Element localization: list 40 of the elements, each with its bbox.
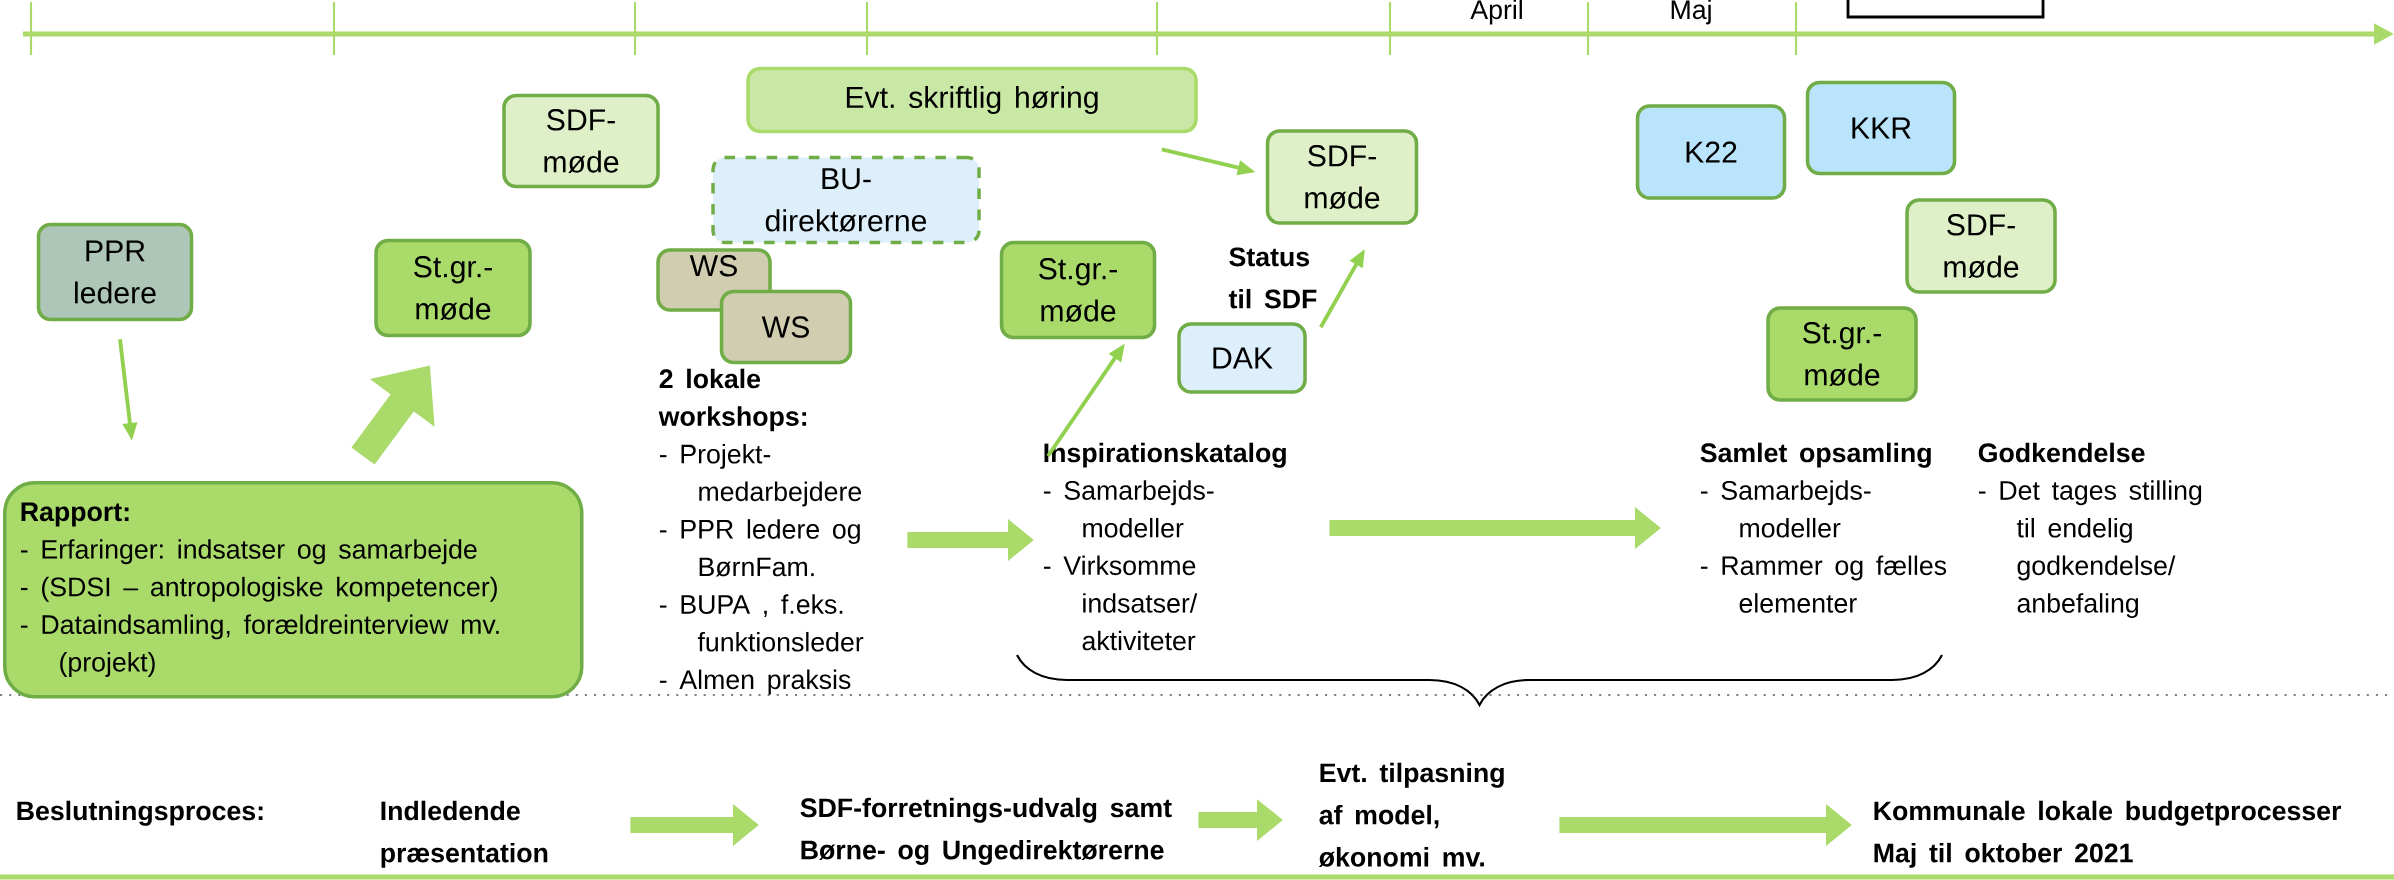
meeting-box: St.gr.- møde — [999, 240, 1157, 340]
box: DAK — [1177, 322, 1307, 394]
label: April — [1470, 0, 1522, 25]
group-box: PPR ledere — [36, 222, 194, 322]
list-item: - Almen praksis — [659, 669, 851, 695]
meeting-box: BU- direktørerne — [711, 155, 981, 245]
list-item: - Rammer og fælles elementer — [1700, 555, 1947, 613]
heading: 2 lokale workshops: — [658, 368, 807, 432]
list-item: - Projekt- medarbejdere — [659, 443, 862, 507]
box — [1846, 0, 2045, 19]
heading: Godkendelse — [1978, 442, 2145, 463]
meeting-box: St.gr.- møde — [1766, 306, 1918, 402]
heading: Inspirationskatalog — [1044, 442, 1286, 468]
step-text: Kommunale lokale budgetprocesser Maj til oktober 2021 — [1874, 800, 2342, 868]
step-text: Evt. tilpasning af model, økonomi mv. — [1318, 762, 1504, 868]
heading: Rapport: — [21, 502, 129, 527]
box: K22 — [1635, 104, 1787, 200]
label: Beslutningsproces: — [17, 800, 263, 826]
edge-label: Status til SDF — [1225, 243, 1328, 313]
box: KKR — [1805, 80, 1957, 176]
report-box — [3, 481, 584, 699]
list-item: - Dataindsamling, forældreinterview mv. (projekt) — [21, 614, 499, 677]
step-text: Indledende præsentation — [381, 800, 548, 868]
list-item: - PPR ledere og BørnFam. — [659, 519, 860, 577]
label: Maj — [1671, 0, 1711, 25]
list-item: - Virksomme indsatser/ aktiviteter — [1043, 555, 1198, 651]
banner-box: Evt. skriftlig høring — [746, 66, 1198, 134]
meeting-box: SDF- møde — [502, 93, 660, 189]
meeting-box: St.gr.- møde — [374, 238, 532, 338]
workshop-box: WS — [719, 289, 853, 365]
meeting-box: SDF- møde — [1265, 129, 1419, 225]
list-item: - (SDSI – antropologiske kompetencer) — [21, 576, 497, 602]
list-item: - Erfaringer: indsatser og samarbejde — [21, 539, 477, 565]
list-item: - Det tages stilling til endelig godkendelse/ anbefaling — [1978, 480, 2202, 619]
meeting-box: SDF- møde — [1905, 198, 2057, 294]
step-text: SDF-forretnings-udvalg samt Børne- og Ungedirektørerne — [800, 797, 1172, 865]
list-item: - BUPA , f.eks. funktionsleder — [659, 594, 864, 652]
list-item: - Samarbejds- modeller — [1700, 480, 1871, 538]
heading: Samlet opsamling — [1700, 442, 1931, 468]
list-item: - Samarbejds- modeller — [1043, 480, 1214, 538]
